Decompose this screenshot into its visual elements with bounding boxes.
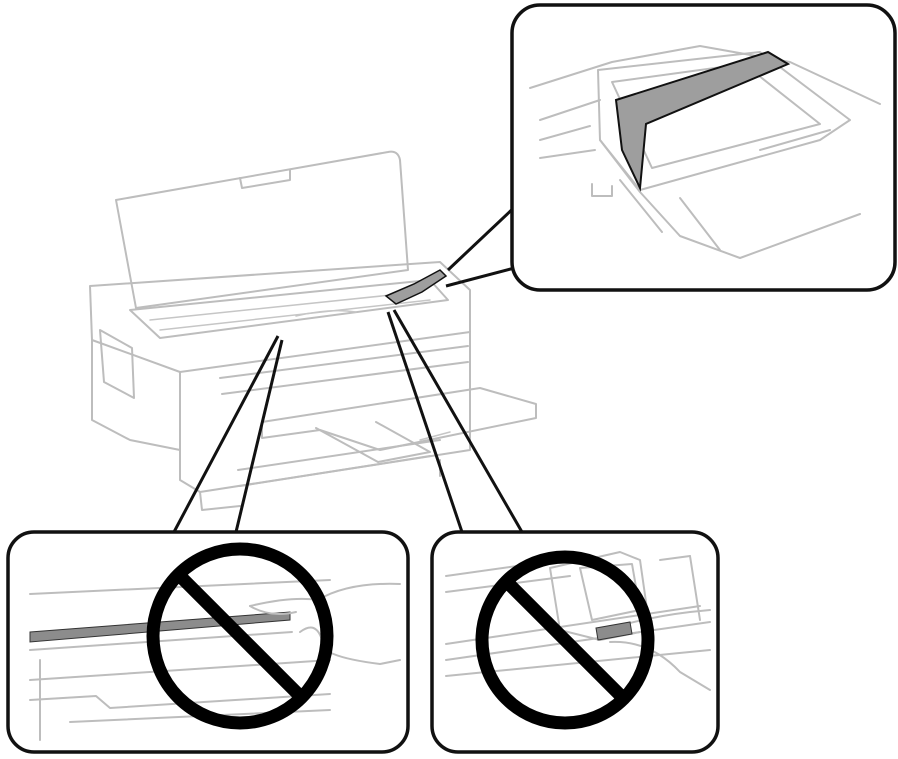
no-touch-callout-right bbox=[388, 310, 718, 752]
no-touch-callout-left bbox=[8, 336, 408, 752]
tape-detail-callout bbox=[446, 5, 895, 290]
printer-illustration bbox=[90, 152, 536, 510]
